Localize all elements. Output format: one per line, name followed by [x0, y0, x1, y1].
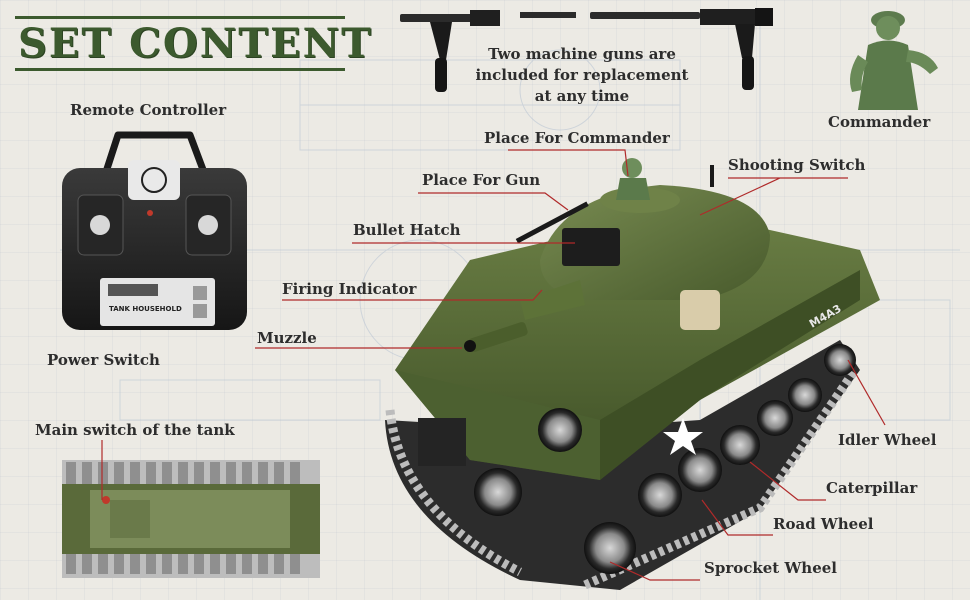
tank-image [385, 158, 880, 590]
sprocket-wheel-label: Sprocket Wheel [704, 559, 837, 577]
machine-gun-right [590, 8, 773, 90]
muzzle-label: Muzzle [257, 329, 317, 347]
leader-sprocket-wheel [609, 561, 700, 581]
leader-road-wheel [701, 499, 773, 536]
leader-place-for-gun [418, 192, 569, 211]
remote-controller-label: Remote Controller [70, 101, 227, 119]
power-switch-label: Power Switch [47, 351, 160, 369]
idler-wheel-label: Idler Wheel [838, 431, 937, 449]
machine-guns-note: Two machine guns are included for replac… [462, 44, 702, 107]
machine-guns-note-line1: Two machine guns are [488, 45, 676, 63]
bullet-hatch-label: Bullet Hatch [353, 221, 461, 239]
place-for-commander-label: Place For Commander [484, 129, 670, 147]
machine-guns-note-line2: included for replacement [475, 66, 689, 84]
tank-underside-image [62, 460, 320, 578]
remote-controller-image [62, 131, 247, 330]
controller-brand-text: TANK HOUSEHOLD [109, 305, 182, 313]
leader-shooting-switch [699, 177, 848, 216]
commander-figure [850, 11, 938, 110]
main-switch-label: Main switch of the tank [35, 421, 235, 439]
title-rule-bottom [15, 68, 345, 71]
leader-caterpillar [749, 461, 826, 501]
machine-guns-note-line3: at any time [534, 87, 630, 105]
place-for-gun-label: Place For Gun [422, 171, 541, 189]
leader-idler-wheel [847, 359, 886, 426]
commander-label: Commander [828, 113, 931, 131]
firing-indicator-label: Firing Indicator [282, 280, 417, 298]
shooting-switch-label: Shooting Switch [728, 156, 866, 174]
caterpillar-label: Caterpillar [826, 479, 918, 497]
page-title: SET CONTENT [18, 20, 373, 67]
road-wheel-label: Road Wheel [773, 515, 874, 533]
title-rule-top [15, 16, 345, 19]
leader-place-for-commander [508, 149, 629, 177]
machine-gun-left [400, 10, 576, 92]
leader-firing-indicator [282, 289, 543, 301]
